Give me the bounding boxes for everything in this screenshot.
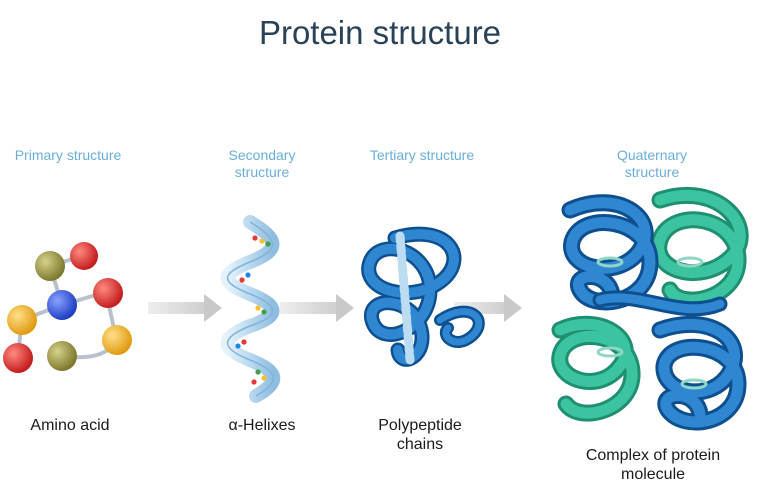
yellow-amino-acid (102, 325, 132, 355)
complex-of-protein-molecule-label: Complex of protein molecule (585, 447, 721, 483)
green-subunit (650, 186, 749, 309)
diagram-title: Protein structure (258, 14, 502, 51)
amino-acid-label: Amino acid (30, 417, 110, 434)
alpha-helixes-label: α-Helixes (228, 417, 296, 434)
blue-subunit (651, 315, 747, 431)
primary-structure-heading: Primary structure (14, 147, 122, 163)
polypeptide-chains-label: Polypeptide chains (378, 417, 462, 453)
alpha-helix (220, 215, 281, 403)
olive-amino-acid (35, 251, 65, 281)
olive-amino-acid (47, 341, 77, 371)
tertiary-structure-heading: Tertiary structure (369, 147, 475, 163)
red-amino-acid (3, 343, 33, 373)
secondary-structure-heading: Secondary structure (228, 147, 296, 180)
yellow-amino-acid (7, 305, 37, 335)
red-amino-acid (93, 278, 123, 308)
quaternary-complex (551, 186, 749, 431)
quaternary-structure-heading: Quaternary structure (616, 147, 688, 180)
blue-amino-acid (47, 290, 77, 320)
red-amino-acid (70, 242, 98, 270)
arrow-secondary-to-tertiary (280, 294, 354, 322)
green-subunit (551, 315, 641, 422)
amino-acid-chain (3, 242, 132, 373)
helix-residue-dots (235, 235, 271, 385)
arrow-primary-to-secondary (148, 294, 222, 322)
tertiary-fold (361, 226, 485, 367)
blue-subunit (561, 194, 659, 311)
